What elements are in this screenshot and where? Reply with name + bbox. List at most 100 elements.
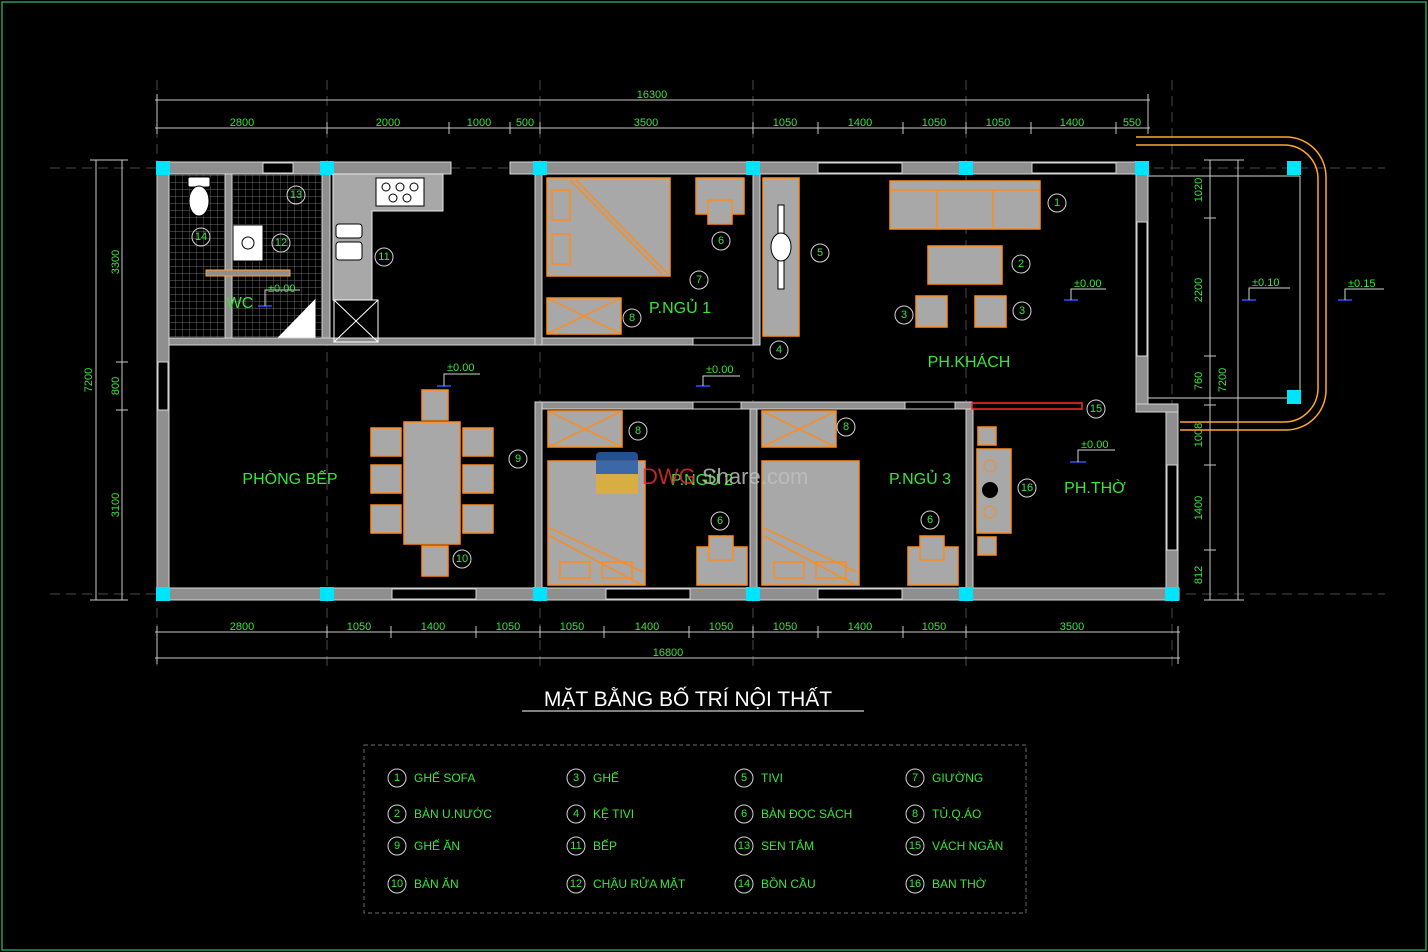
legend-number: 4 bbox=[573, 808, 579, 820]
legend-number: 1 bbox=[394, 772, 400, 784]
desk-1 bbox=[695, 177, 745, 225]
dim-bottom: 1400 bbox=[848, 621, 872, 633]
dim-bottom: 1400 bbox=[421, 621, 445, 633]
wardrobe-2 bbox=[547, 410, 623, 448]
legend-label: GHẾ SOFA bbox=[414, 770, 475, 785]
wardrobe-1 bbox=[546, 297, 622, 335]
tag-number: 6 bbox=[717, 515, 723, 527]
legend-label: KỆ TIVI bbox=[593, 806, 634, 821]
legend-number: 5 bbox=[741, 772, 747, 784]
dimension-lines bbox=[95, 99, 1239, 659]
drawing-title: MẶT BẰNG BỐ TRÍ NỘI THẤT bbox=[544, 687, 832, 711]
kitchen-sink bbox=[335, 223, 363, 261]
watermark-text-share: Share.com bbox=[702, 464, 808, 489]
dim-top: 2800 bbox=[230, 117, 254, 129]
tag-number: 10 bbox=[456, 553, 468, 565]
legend-label: CHẬU RỬA MẶT bbox=[593, 876, 686, 891]
tag-number: 16 bbox=[1021, 482, 1033, 494]
legend-label: BỒN CẦU bbox=[761, 876, 816, 891]
tag-number: 3 bbox=[1019, 305, 1025, 317]
legend-label: BAN THỜ bbox=[932, 876, 987, 891]
dim-right: 1020 bbox=[1193, 178, 1205, 202]
tag-number: 1 bbox=[1054, 197, 1060, 209]
level-label: ±0.00 bbox=[1081, 439, 1108, 451]
legend-label: BÀN ĂN bbox=[414, 876, 459, 891]
legend-number: 9 bbox=[394, 840, 400, 852]
dim-bottom: 3500 bbox=[1060, 621, 1084, 633]
dim-top: 1050 bbox=[986, 117, 1010, 129]
legend-number-circle bbox=[566, 804, 586, 824]
legend-number: 13 bbox=[738, 840, 750, 852]
legend-number: 7 bbox=[912, 772, 918, 784]
level-label: ±0.00 bbox=[447, 362, 474, 374]
dim-bottom: 1050 bbox=[773, 621, 797, 633]
legend-number-circle bbox=[905, 804, 925, 824]
legend-number-circle bbox=[566, 768, 586, 788]
legend-number-circle bbox=[387, 804, 407, 824]
balcony-floor-lines bbox=[1148, 175, 1301, 399]
legend-number: 11 bbox=[570, 840, 581, 852]
dim-bottom: 1400 bbox=[635, 621, 659, 633]
dim-top: 550 bbox=[1123, 117, 1141, 129]
dim-left: 800 bbox=[110, 377, 122, 395]
level-label: ±0.00 bbox=[1074, 278, 1101, 290]
legend-label: BẾP bbox=[593, 838, 617, 853]
stove bbox=[375, 177, 425, 207]
dim-top: 500 bbox=[516, 117, 534, 129]
dim-right: 2200 bbox=[1193, 278, 1205, 302]
room-label-bedroom-3: P.NGỦ 3 bbox=[889, 469, 951, 488]
armchair-left bbox=[915, 295, 948, 328]
dim-top: 3500 bbox=[634, 117, 658, 129]
dim-top: 1400 bbox=[848, 117, 872, 129]
dim-right: 812 bbox=[1193, 566, 1205, 584]
tag-number: 2 bbox=[1018, 258, 1024, 270]
legend-number: 8 bbox=[912, 808, 918, 820]
legend-number: 2 bbox=[394, 808, 400, 820]
level-marker-lines bbox=[264, 287, 1384, 462]
fridge bbox=[333, 299, 379, 343]
dim-right-total: 7200 bbox=[1217, 368, 1229, 392]
tag-number: 7 bbox=[696, 274, 702, 286]
legend-number-circle bbox=[734, 874, 754, 894]
legend-label: SEN TẮM bbox=[761, 838, 814, 853]
legend-number-circle bbox=[387, 836, 407, 856]
tv-shelf bbox=[762, 177, 800, 337]
openings bbox=[157, 162, 1178, 600]
dim-bottom: 1050 bbox=[560, 621, 584, 633]
legend-number: 6 bbox=[741, 808, 747, 820]
level-label: ±0.00 bbox=[268, 283, 295, 295]
shower-tray bbox=[277, 298, 316, 338]
legend-label: GHẾ ĂN bbox=[414, 838, 460, 853]
tag-number: 9 bbox=[515, 453, 521, 465]
tag-number: 15 bbox=[1090, 403, 1102, 415]
dim-top-total: 16300 bbox=[637, 89, 668, 101]
altar bbox=[976, 426, 1012, 556]
legend-label: BÀN ĐỌC SÁCH bbox=[761, 806, 852, 821]
tag-number: 11 bbox=[378, 251, 389, 263]
legend-number-circle bbox=[387, 768, 407, 788]
dim-left: 3100 bbox=[110, 493, 122, 517]
tag-number: 8 bbox=[635, 425, 641, 437]
dim-right: 1400 bbox=[1193, 496, 1205, 520]
legend-label: BÀN U.NƯỚC bbox=[414, 806, 492, 821]
dim-right: 760 bbox=[1193, 372, 1205, 390]
legend-number: 16 bbox=[909, 878, 921, 890]
desk-3 bbox=[907, 535, 959, 586]
room-label-living: PH.KHÁCH bbox=[928, 352, 1011, 371]
dim-bottom: 1050 bbox=[347, 621, 371, 633]
legend-number-circle bbox=[566, 874, 586, 894]
level-label: ±0.15 bbox=[1348, 278, 1375, 290]
tag-number: 8 bbox=[629, 312, 635, 324]
tag-number: 3 bbox=[901, 309, 907, 321]
dim-bottom: 1050 bbox=[922, 621, 946, 633]
armchair-right bbox=[974, 295, 1007, 328]
bed-1 bbox=[546, 177, 671, 277]
dim-top: 1050 bbox=[773, 117, 797, 129]
tag-number: 13 bbox=[290, 189, 302, 201]
bed-3 bbox=[761, 460, 860, 586]
legend-number-circle bbox=[734, 804, 754, 824]
tag-number: 14 bbox=[195, 231, 207, 243]
